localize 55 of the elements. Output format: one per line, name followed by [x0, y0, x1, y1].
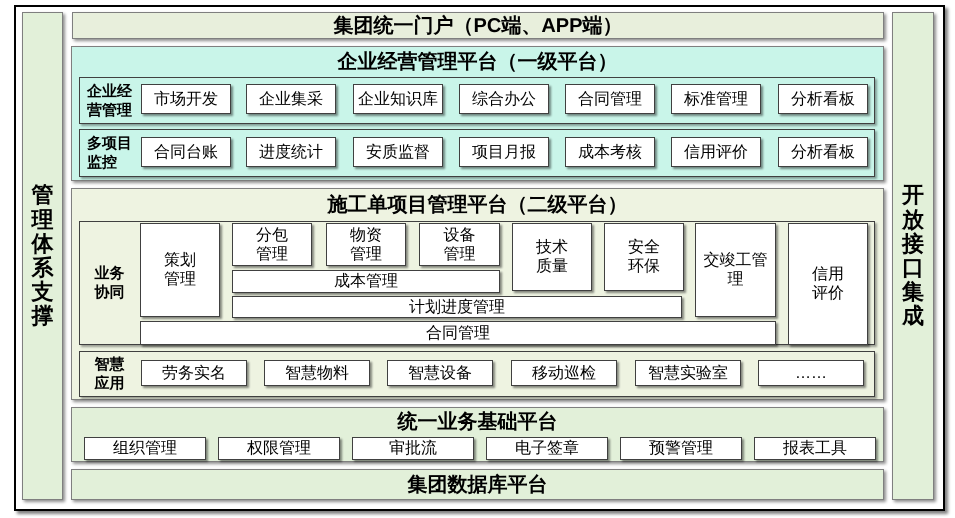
portal-bar: 集团统一门户（PC端、APP端）	[72, 12, 884, 39]
module-box: 企业知识库	[353, 84, 443, 114]
module-box: 智慧设备	[387, 360, 493, 386]
module-box: 电子签章	[486, 437, 608, 460]
module-row	[79, 77, 875, 124]
row-label: 企业经营管理	[86, 82, 134, 120]
module-box: 进度统计	[246, 137, 336, 167]
module-box: 计划进度管理	[232, 296, 682, 318]
side-column: 开放接口集成	[892, 12, 934, 500]
module-box: 成本管理	[232, 270, 500, 293]
row-label: 智慧应用	[93, 355, 126, 394]
module-box: 策划管理	[140, 223, 220, 317]
platform-panel	[71, 407, 884, 462]
module-box: 市场开发	[141, 84, 231, 114]
module-box: 交竣工管理	[695, 223, 776, 317]
platform-title: 企业经营管理平台（一级平台）	[336, 50, 618, 75]
module-box: 信用评价	[788, 223, 868, 345]
database-bar: 集团数据库平台	[71, 469, 884, 500]
platform-panel	[71, 46, 884, 181]
module-box: 物资管理	[326, 223, 406, 266]
module-box: 成本考核	[565, 137, 655, 167]
module-box: 技术质量	[512, 223, 592, 291]
row-label: 业务协同	[94, 264, 126, 303]
module-box: 安质监督	[353, 137, 443, 167]
module-box: 权限管理	[218, 437, 340, 460]
module-box: ……	[758, 360, 864, 386]
module-row	[79, 221, 875, 345]
module-box: 分析看板	[778, 137, 868, 167]
module-row	[79, 129, 875, 177]
module-box: 安全环保	[604, 223, 684, 291]
module-box: 合同管理	[140, 321, 776, 345]
module-box: 项目月报	[459, 137, 549, 167]
module-box: 智慧物料	[264, 360, 370, 386]
module-row	[79, 351, 875, 397]
module-box: 综合办公	[459, 84, 549, 114]
module-box: 分析看板	[778, 84, 868, 114]
module-box: 组织管理	[84, 437, 206, 460]
module-box: 报表工具	[754, 437, 876, 460]
module-box: 预警管理	[620, 437, 742, 460]
module-box: 合同管理	[565, 84, 655, 114]
module-box: 合同台账	[141, 137, 231, 167]
module-box: 劳务实名	[141, 360, 247, 386]
module-box: 标准管理	[671, 84, 761, 114]
platform-title: 施工单项目管理平台（二级平台）	[326, 192, 628, 218]
platform-panel	[71, 188, 884, 400]
module-box: 企业集采	[246, 84, 336, 114]
side-column: 管理体系支撑	[22, 12, 63, 500]
platform-title: 统一业务基础平台	[396, 410, 558, 435]
row-label: 多项目监控	[86, 134, 134, 173]
module-box: 移动巡检	[511, 360, 617, 386]
module-box: 信用评价	[671, 137, 761, 167]
module-box: 设备管理	[419, 223, 500, 266]
module-box: 审批流	[352, 437, 474, 460]
module-box: 智慧实验室	[635, 360, 741, 386]
module-box: 分包管理	[232, 223, 312, 266]
